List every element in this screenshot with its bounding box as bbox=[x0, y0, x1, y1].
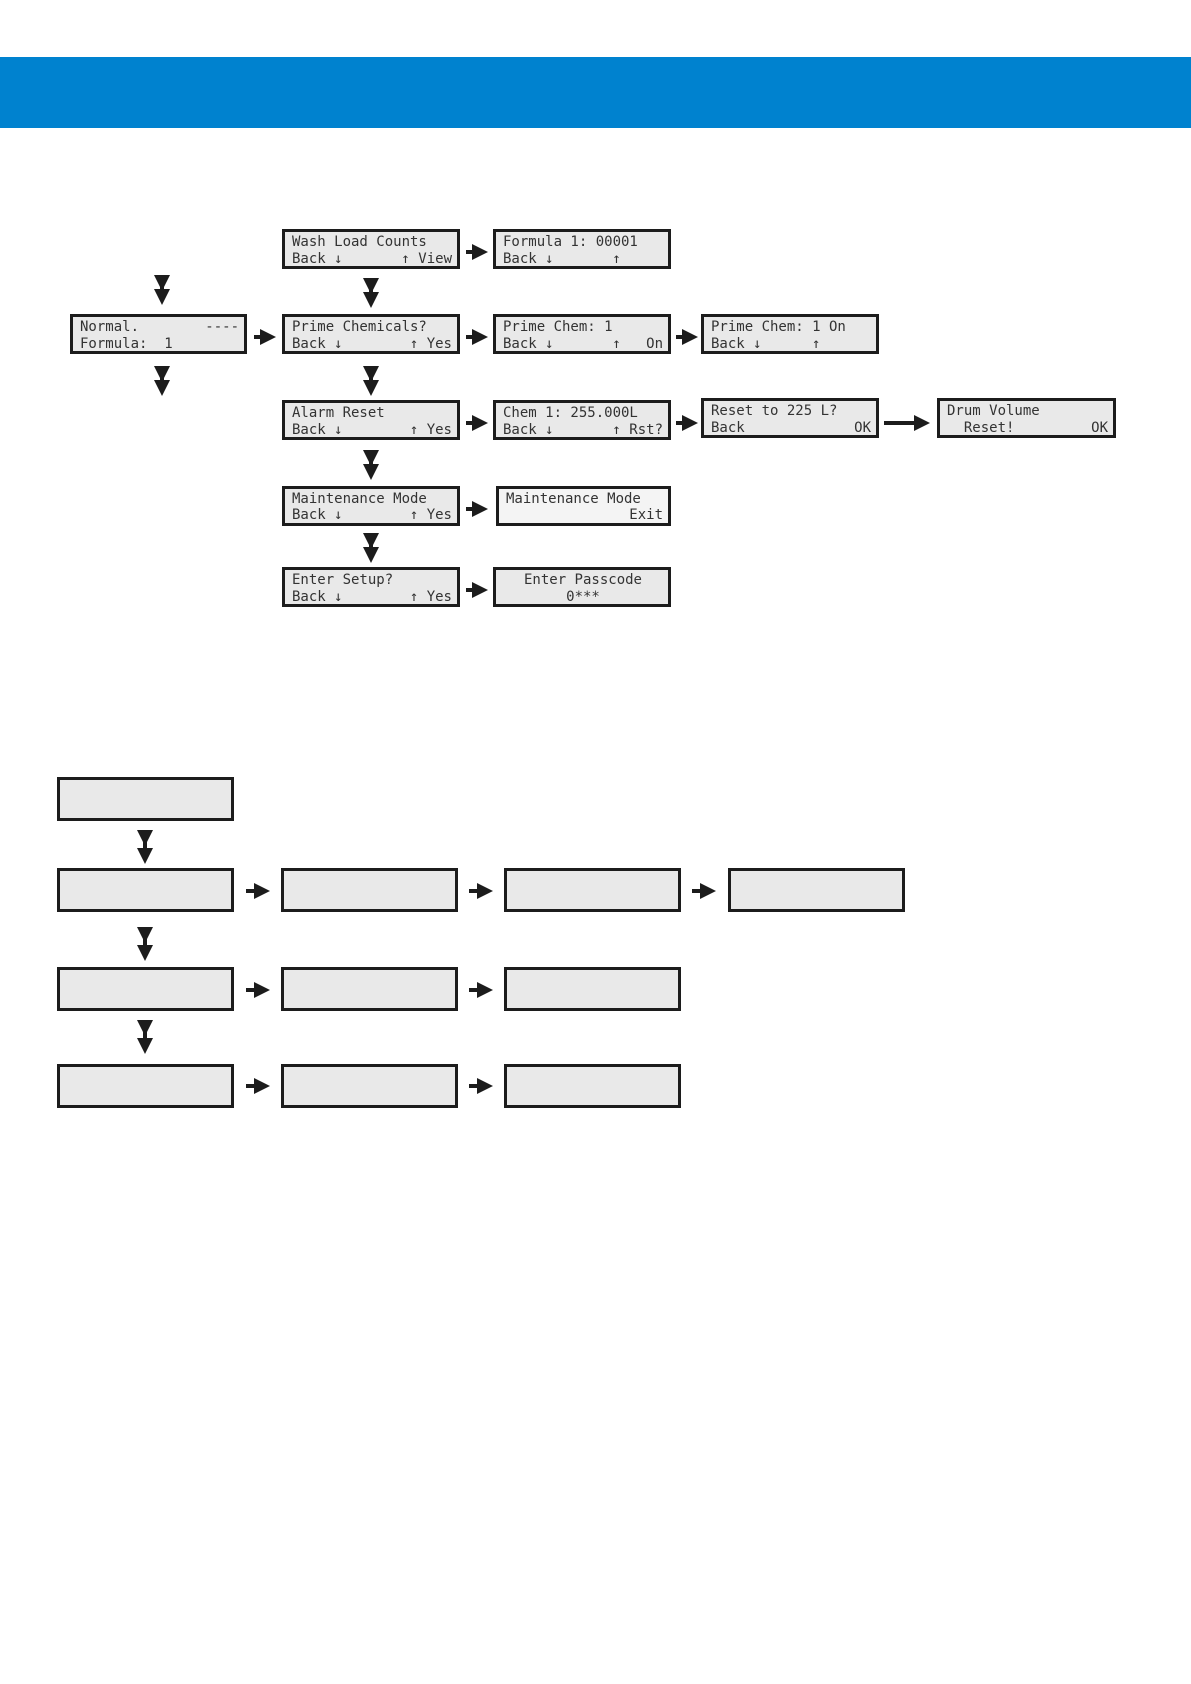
lcd-maintenance-mode: Maintenance Mode Back ↓↑ Yes bbox=[282, 486, 460, 526]
blank-screen-r2c1 bbox=[281, 967, 458, 1011]
blank-screen-r3c2 bbox=[504, 1064, 681, 1108]
lcd-enter-passcode: Enter Passcode 0*** bbox=[493, 567, 671, 607]
lcd-wash-load-counts: Wash Load Counts Back ↓↑ View bbox=[282, 229, 460, 269]
blank-screen-r1c0 bbox=[57, 868, 234, 912]
lcd-normal: Normal.---- Formula: 1 bbox=[70, 314, 247, 354]
lcd-enter-setup: Enter Setup? Back ↓↑ Yes bbox=[282, 567, 460, 607]
lcd-formula-count: Formula 1: 00001 Back ↓↑ bbox=[493, 229, 671, 269]
lcd-prime-chemicals: Prime Chemicals? Back ↓↑ Yes bbox=[282, 314, 460, 354]
blank-screen-r0c0 bbox=[57, 777, 234, 821]
lcd-maintenance-exit: Maintenance Mode Exit bbox=[496, 486, 671, 526]
header-bar bbox=[0, 57, 1191, 128]
lcd-alarm-reset: Alarm Reset Back ↓↑ Yes bbox=[282, 400, 460, 440]
blank-screen-r3c1 bbox=[281, 1064, 458, 1108]
blank-screen-r1c2 bbox=[504, 868, 681, 912]
lcd-chem-volume: Chem 1: 255.000L Back ↓↑ Rst? bbox=[493, 400, 671, 440]
blank-screen-r3c0 bbox=[57, 1064, 234, 1108]
lcd-drum-volume-reset: Drum Volume Reset!OK bbox=[937, 398, 1116, 438]
blank-screen-r2c0 bbox=[57, 967, 234, 1011]
blank-screen-r2c2 bbox=[504, 967, 681, 1011]
lcd-prime-chem-on: Prime Chem: 1 On Back ↓↑ bbox=[701, 314, 879, 354]
blank-screen-r1c1 bbox=[281, 868, 458, 912]
lcd-prime-chem: Prime Chem: 1 Back ↓↑ On bbox=[493, 314, 671, 354]
blank-screen-r1c3 bbox=[728, 868, 905, 912]
